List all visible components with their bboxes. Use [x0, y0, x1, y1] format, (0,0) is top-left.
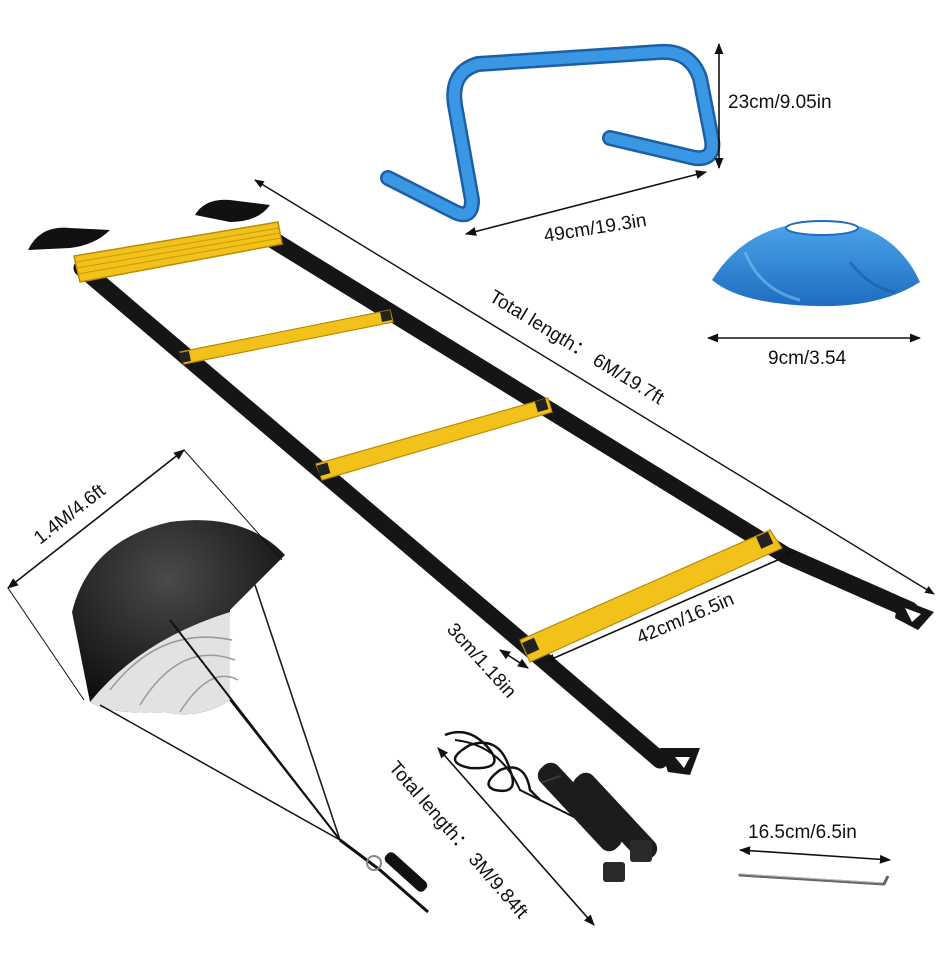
rung-width-dimension: [543, 551, 798, 663]
ground-peg-image: [738, 873, 890, 886]
cone-image: [712, 220, 920, 307]
ladder-rung-1: [179, 309, 394, 365]
hurdle-width-label: 49cm/19.3in: [542, 210, 648, 247]
rope-length-dimension: [437, 747, 595, 926]
peg-length-dimension: [738, 846, 892, 864]
ladder-rung-2: [315, 397, 553, 481]
rope-length-label: Total length： 3M/9.84ft: [384, 758, 532, 924]
cone-diameter-label: 9cm/3.54: [768, 348, 847, 369]
peg-length-label: 16.5cm/6.5in: [748, 822, 857, 843]
parachute-size-dimension: [7, 449, 283, 701]
hurdle-image: [380, 43, 721, 223]
rung-depth-dimension: [499, 649, 529, 669]
hurdle-height-label: 23cm/9.05in: [728, 92, 832, 113]
ladder-rung-bundle: [73, 221, 283, 283]
parachute-image: [72, 520, 429, 914]
ladder-length-dimension: [254, 179, 935, 595]
